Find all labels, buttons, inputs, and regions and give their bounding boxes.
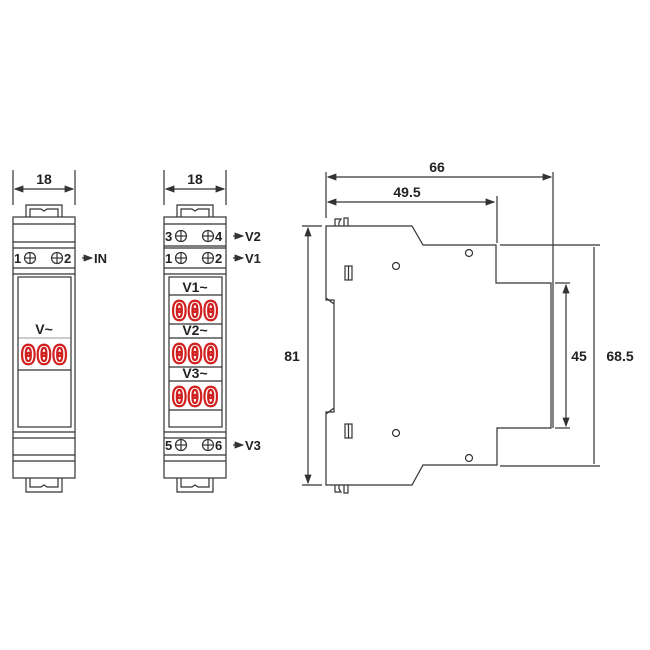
- phase-label: V3: [245, 438, 261, 453]
- single-phase-module: 18 1 2 IN V~ 000: [12, 170, 107, 493]
- phase-label: V2: [245, 229, 261, 244]
- display-window: [17, 276, 72, 428]
- phase-label: V1: [245, 251, 261, 266]
- dimension-49-5: 49.5: [393, 184, 420, 200]
- input-label: IN: [94, 251, 107, 266]
- dimension-81: 81: [284, 348, 300, 364]
- terminal-number: 4: [215, 229, 223, 244]
- top-din-clip: [176, 204, 214, 217]
- screw-terminal-icon: [174, 229, 188, 243]
- terminal-row-v1: 1 2 V1: [165, 251, 261, 266]
- screw-terminal-icon: [201, 438, 215, 452]
- terminal-number: 5: [165, 438, 172, 453]
- terminal-number: 1: [14, 251, 21, 266]
- three-phase-module: 18 3 4 V2 1 2 V1 5 6: [163, 170, 261, 493]
- terminal-number: 3: [165, 229, 172, 244]
- screw-terminal-icon: [201, 251, 215, 265]
- screw-terminal-icon: [174, 251, 188, 265]
- bottom-din-clip: [176, 478, 214, 493]
- bottom-clip: [334, 485, 349, 494]
- dimension-66: 66: [429, 159, 445, 175]
- module-body: [12, 216, 76, 479]
- side-view-profile: 66 49.5 81 45 68.5: [284, 159, 634, 494]
- bottom-din-clip: [25, 478, 63, 493]
- hole: [464, 453, 474, 463]
- terminal-number: 2: [64, 251, 71, 266]
- display-label: V~: [35, 321, 53, 337]
- hole: [391, 261, 401, 271]
- hole: [464, 248, 474, 258]
- led-display-v2: 000: [172, 340, 219, 370]
- display-window: [168, 276, 223, 428]
- terminal-number: 2: [215, 251, 222, 266]
- led-display: 000: [21, 341, 68, 371]
- top-clip: [334, 217, 349, 226]
- screw-terminal-icon: [201, 229, 215, 243]
- dimension-68-5: 68.5: [606, 348, 633, 364]
- led-display-v3: 000: [172, 383, 219, 413]
- module-body: [163, 216, 227, 479]
- housing-outline: [325, 225, 552, 486]
- terminal-number: 6: [215, 438, 222, 453]
- display-label-v1: V1~: [182, 279, 207, 295]
- terminal-number: 1: [165, 251, 172, 266]
- display-label-v3: V3~: [182, 365, 207, 381]
- display-label-v2: V2~: [182, 322, 207, 338]
- dimension-45: 45: [571, 348, 587, 364]
- led-display-v1: 000: [172, 297, 219, 327]
- screw-terminal-icon: [174, 438, 188, 452]
- terminal-row-v3: 5 6 V3: [165, 438, 261, 453]
- screw-terminal-icon: [50, 251, 64, 265]
- terminal-row-v2: 3 4 V2: [165, 229, 261, 244]
- hole: [391, 428, 401, 438]
- screw-terminal-icon: [23, 251, 37, 265]
- width-dimension: 18: [36, 171, 52, 187]
- top-din-clip: [25, 204, 63, 217]
- width-dimension: 18: [187, 171, 203, 187]
